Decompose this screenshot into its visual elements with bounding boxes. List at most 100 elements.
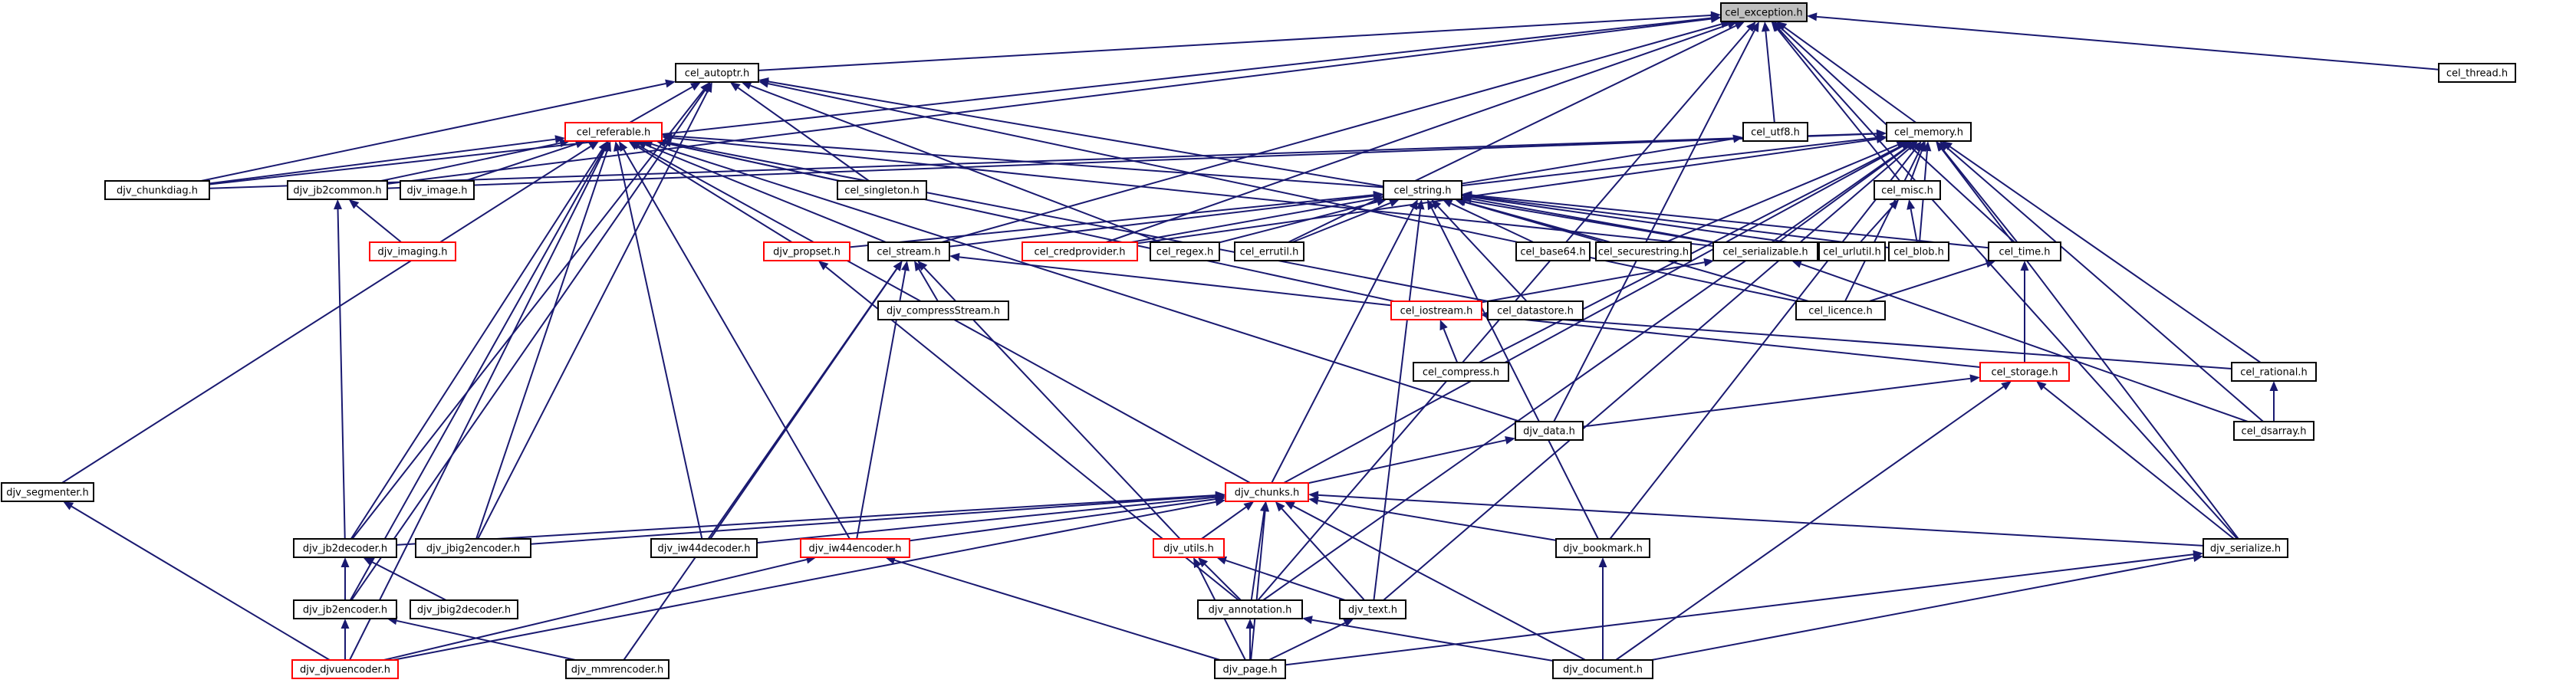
node-label: djv_jb2encoder.h — [303, 605, 387, 616]
node-djv-iw44encoder[interactable]: djv_iw44encoder.h — [800, 538, 910, 558]
arrowhead-cel_licence-to-cel_memory — [1916, 141, 1925, 153]
node-djv-iw44decoder[interactable]: djv_iw44decoder.h — [650, 538, 758, 558]
node-djv-jb2common[interactable]: djv_jb2common.h — [287, 180, 388, 200]
node-label: djv_djvuencoder.h — [300, 665, 390, 676]
node-djv-document[interactable]: djv_document.h — [1552, 659, 1653, 679]
node-cel-regex[interactable]: cel_regex.h — [1150, 241, 1220, 261]
node-djv-imaging[interactable]: djv_imaging.h — [369, 241, 456, 261]
node-djv-chunks[interactable]: djv_chunks.h — [1225, 482, 1309, 502]
arrowhead-djv_text-to-djv_utils — [1216, 556, 1228, 565]
edge-djv_data-to-cel_exception — [1553, 30, 1755, 422]
node-cel-rational[interactable]: cel_rational.h — [2231, 362, 2317, 382]
node-djv-jb2decoder[interactable]: djv_jb2decoder.h — [293, 538, 397, 558]
edge-cel_blob-to-cel_misc — [1910, 209, 1918, 243]
node-cel-string[interactable]: cel_string.h — [1383, 180, 1462, 200]
arrowhead-djv_image-to-cel_referable — [574, 140, 586, 149]
node-cel-base64[interactable]: cel_base64.h — [1515, 241, 1591, 261]
edge-djv_jb2encoder-to-cel_autoptr — [350, 90, 706, 601]
arrowhead-djv_text-to-djv_chunks — [1275, 501, 1285, 512]
node-cel-iostream[interactable]: cel_iostream.h — [1390, 300, 1482, 320]
node-cel-autoptr[interactable]: cel_autoptr.h — [675, 63, 759, 83]
node-label: cel_exception.h — [1725, 8, 1802, 19]
node-box — [291, 659, 399, 679]
node-djv-bookmark[interactable]: djv_bookmark.h — [1555, 538, 1650, 558]
node-label: djv_annotation.h — [1209, 605, 1292, 616]
node-cel-serializable[interactable]: cel_serializable.h — [1712, 241, 1818, 261]
edge-djv_mmrencoder-to-djv_jb2encoder — [396, 619, 576, 661]
node-cel-misc[interactable]: cel_misc.h — [1874, 180, 1941, 200]
node-cel-storage[interactable]: cel_storage.h — [1979, 362, 2070, 382]
node-djv-data[interactable]: djv_data.h — [1515, 421, 1584, 441]
arrowhead-cel_errutil-to-cel_string — [1388, 199, 1400, 207]
edge-cel_memory-to-cel_exception — [1784, 26, 1917, 123]
edge-cel_singleton-to-cel_autoptr — [737, 87, 870, 182]
node-cel-time[interactable]: cel_time.h — [1988, 241, 2061, 261]
node-djv-image[interactable]: djv_image.h — [400, 180, 475, 200]
edge-cel_storage-to-cel_iostream — [1491, 315, 1981, 368]
node-djv-mmrencoder[interactable]: djv_mmrencoder.h — [565, 659, 669, 679]
node-label: djv_serialize.h — [2210, 543, 2281, 555]
node-cel-stream[interactable]: cel_stream.h — [867, 241, 950, 261]
arrowhead-djv_iw44encoder-to-cel_stream — [901, 261, 910, 271]
node-box — [1022, 241, 1138, 261]
node-cel-dsarray[interactable]: cel_dsarray.h — [2233, 421, 2314, 441]
node-djv-serialize[interactable]: djv_serialize.h — [2203, 538, 2288, 558]
node-djv-jbig2decoder[interactable]: djv_jbig2decoder.h — [410, 599, 518, 619]
node-cel-errutil[interactable]: cel_errutil.h — [1234, 241, 1304, 261]
node-djv-segmenter[interactable]: djv_segmenter.h — [1, 482, 94, 502]
node-label: djv_document.h — [1563, 665, 1643, 676]
edge-cel_iostream-to-cel_stream — [959, 256, 1392, 307]
arrowhead-djv_compressstream-to-cel_stream — [914, 261, 923, 271]
arrowhead-djv_data-to-cel_referable — [642, 140, 653, 149]
edge-djv_document-to-djv_chunks — [1292, 505, 1586, 661]
node-djv-djvuencoder[interactable]: djv_djvuencoder.h — [291, 659, 399, 679]
node-label: djv_jbig2encoder.h — [426, 543, 520, 555]
node-box — [1595, 241, 1692, 261]
node-djv-text[interactable]: djv_text.h — [1339, 599, 1406, 619]
node-djv-compressstream[interactable]: djv_compressStream.h — [877, 300, 1009, 320]
edge-djv_imaging-to-djv_jb2common — [356, 205, 402, 243]
edge-djv_image-to-cel_referable — [465, 143, 577, 182]
node-djv-jb2encoder[interactable]: djv_jb2encoder.h — [293, 599, 397, 619]
edge-djv_segmenter-to-cel_referable — [61, 146, 591, 484]
node-cel-licence[interactable]: cel_licence.h — [1795, 300, 1886, 320]
node-cel-thread[interactable]: cel_thread.h — [2438, 63, 2516, 83]
node-box — [1818, 241, 1886, 261]
node-djv-annotation[interactable]: djv_annotation.h — [1197, 599, 1303, 619]
edge-djv_jbig2encoder-to-cel_autoptr — [477, 90, 709, 540]
arrowhead-cel_dsarray-to-cel_serializable — [1791, 260, 1803, 268]
edge-djv_jb2common-to-cel_referable — [380, 142, 561, 182]
arrowhead-djv_page-to-djv_iw44encoder — [885, 556, 897, 565]
node-djv-jbig2encoder[interactable]: djv_jbig2encoder.h — [415, 538, 531, 558]
node-label: djv_data.h — [1523, 426, 1575, 438]
node-cel-blob[interactable]: cel_blob.h — [1888, 241, 1949, 261]
node-label: djv_propset.h — [773, 247, 841, 258]
node-cel-credprovider[interactable]: cel_credprovider.h — [1022, 241, 1138, 261]
arrowhead-djv_serialize-to-cel_exception — [1772, 21, 1782, 32]
arrowhead-djv_bookmark-to-cel_string — [1427, 199, 1436, 211]
node-cel-exception[interactable]: cel_exception.h — [1720, 2, 1808, 22]
node-cel-referable[interactable]: cel_referable.h — [564, 122, 663, 142]
edge-cel_licence-to-cel_memory — [1844, 149, 1921, 302]
node-djv-chunkdiag[interactable]: djv_chunkdiag.h — [104, 180, 210, 200]
arrowhead-djv_jb2common-to-cel_exception — [1710, 15, 1721, 24]
node-label: cel_credprovider.h — [1034, 247, 1125, 258]
node-box — [1515, 241, 1591, 261]
node-box — [1487, 300, 1584, 320]
node-djv-utils[interactable]: djv_utils.h — [1153, 538, 1225, 558]
arrowhead-cel_iostream-to-cel_stream — [949, 252, 960, 261]
node-djv-propset[interactable]: djv_propset.h — [763, 241, 850, 261]
arrowhead-djv_chunks-to-djv_data — [1505, 435, 1515, 445]
node-box — [400, 180, 475, 200]
node-cel-compress[interactable]: cel_compress.h — [1413, 362, 1509, 382]
node-djv-page[interactable]: djv_page.h — [1214, 659, 1286, 679]
edge-djv_jbig2decoder-to-djv_jb2decoder — [371, 561, 447, 601]
node-cel-securestring[interactable]: cel_securestring.h — [1595, 241, 1692, 261]
node-cel-utf8[interactable]: cel_utf8.h — [1742, 122, 1808, 142]
node-cel-urlutil[interactable]: cel_urlutil.h — [1818, 241, 1886, 261]
node-box — [415, 538, 531, 558]
node-cel-datastore[interactable]: cel_datastore.h — [1487, 300, 1584, 320]
node-cel-singleton[interactable]: cel_singleton.h — [837, 180, 927, 200]
node-cel-memory[interactable]: cel_memory.h — [1886, 122, 1972, 142]
edge-djv_annotation-to-djv_utils — [1204, 563, 1242, 601]
